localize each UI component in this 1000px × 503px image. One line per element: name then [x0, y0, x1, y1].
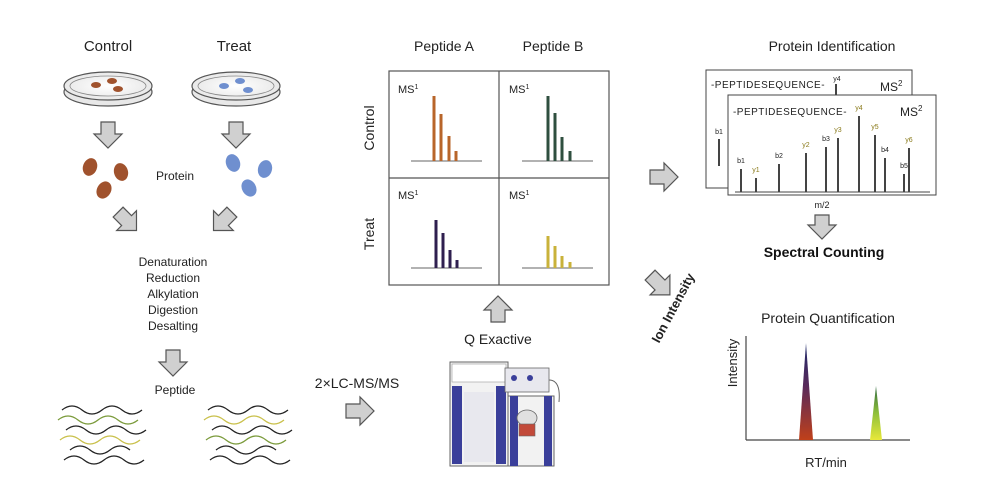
ms2-label: MS2 [900, 104, 923, 119]
lcms-method-label: 2×LC-MS/MS [315, 375, 399, 391]
ms1-label: MS1 [398, 190, 419, 202]
back-ion-label: b1 [715, 129, 723, 136]
arrow-grid-to-identification [649, 161, 679, 193]
ms1-spectrum-treat-b [522, 236, 593, 269]
back-ms2-label: MS2 [880, 79, 903, 94]
prep-step: Denaturation [139, 255, 208, 269]
ms1-spectrum-control-b [522, 96, 593, 162]
ms1-label: MS1 [509, 190, 530, 202]
treat-peptides [203, 405, 293, 465]
ms2-peaks: b1 y1 b2 y2 b3 y3 y4 y5 b4 b5 y6 [737, 105, 913, 192]
ms-grid [388, 70, 610, 286]
arrow-to-instrument [345, 395, 375, 427]
treat-proteins [225, 154, 273, 197]
arrow-treat-to-prep [212, 206, 238, 232]
ms2-ion-label: b5 [900, 163, 908, 170]
back-sequence-label: -PEPTIDESEQUENCE- [711, 80, 825, 91]
treat-label: Treat [217, 38, 252, 55]
ms1-spectrum-treat-a [411, 220, 482, 269]
arrow-control-to-protein [92, 121, 124, 149]
prep-step: Alkylation [147, 287, 198, 301]
peptide-label: Peptide [155, 383, 196, 397]
ms1-label: MS1 [509, 84, 530, 96]
spectral-counting-label: Spectral Counting [764, 244, 885, 260]
control-peptides [57, 405, 147, 465]
sequence-label: -PEPTIDESEQUENCE- [733, 107, 847, 118]
quantification-chart [745, 336, 910, 441]
ms2-ion-label: y1 [752, 167, 760, 174]
control-label: Control [84, 38, 132, 55]
instrument-label: Q Exactive [464, 331, 532, 347]
arrow-prep-to-peptide [157, 349, 189, 377]
protein-label: Protein [156, 169, 194, 183]
arrow-to-spectral-counting [806, 214, 838, 240]
ms2-ion-label: y3 [834, 127, 842, 134]
quantification-xlabel: RT/min [805, 455, 847, 470]
arrow-grid-to-quantification [644, 269, 671, 296]
arrow-instrument-to-ms-grid [482, 295, 514, 323]
back-ion-label: y4 [833, 76, 841, 83]
arrow-treat-to-protein [220, 121, 252, 149]
ms2-spectrum-front: -PEPTIDESEQUENCE- MS2 [727, 94, 937, 196]
row-label-treat: Treat [361, 218, 377, 250]
ms1-spectrum-control-a [411, 96, 482, 162]
ms2-ion-label: b4 [881, 147, 889, 154]
ms2-x-axis-label: m/2 [814, 200, 829, 210]
row-label-control: Control [361, 105, 377, 150]
quantification-ylabel: Intensity [725, 338, 740, 387]
peak-treat [870, 386, 882, 440]
ms2-ion-label: b2 [775, 153, 783, 160]
quantification-title: Protein Quantification [761, 310, 895, 326]
prep-step: Digestion [148, 303, 198, 317]
ms2-ion-label: y2 [802, 142, 810, 149]
identification-title: Protein Identification [769, 38, 896, 54]
q-exactive-instrument-icon [449, 361, 560, 467]
ms1-panel-labels: MS1 MS1 MS1 MS1 [398, 84, 530, 202]
ms2-ion-label: y5 [871, 124, 879, 131]
peak-control [799, 343, 813, 440]
ms2-ion-label: b3 [822, 136, 830, 143]
col-label-peptide-b: Peptide B [523, 38, 584, 54]
treat-petri-dish [191, 71, 281, 107]
col-label-peptide-a: Peptide A [414, 38, 475, 54]
arrow-control-to-prep [112, 206, 138, 232]
prep-step: Reduction [146, 271, 200, 285]
ms2-ion-label: y4 [855, 105, 863, 112]
ms2-ion-label: y6 [905, 137, 913, 144]
control-petri-dish [63, 71, 153, 107]
ms1-label: MS1 [398, 84, 419, 96]
prep-steps: Denaturation Reduction Alkylation Digest… [139, 255, 208, 333]
prep-step: Desalting [148, 319, 198, 333]
ms2-ion-label: b1 [737, 158, 745, 165]
control-proteins [82, 158, 129, 199]
